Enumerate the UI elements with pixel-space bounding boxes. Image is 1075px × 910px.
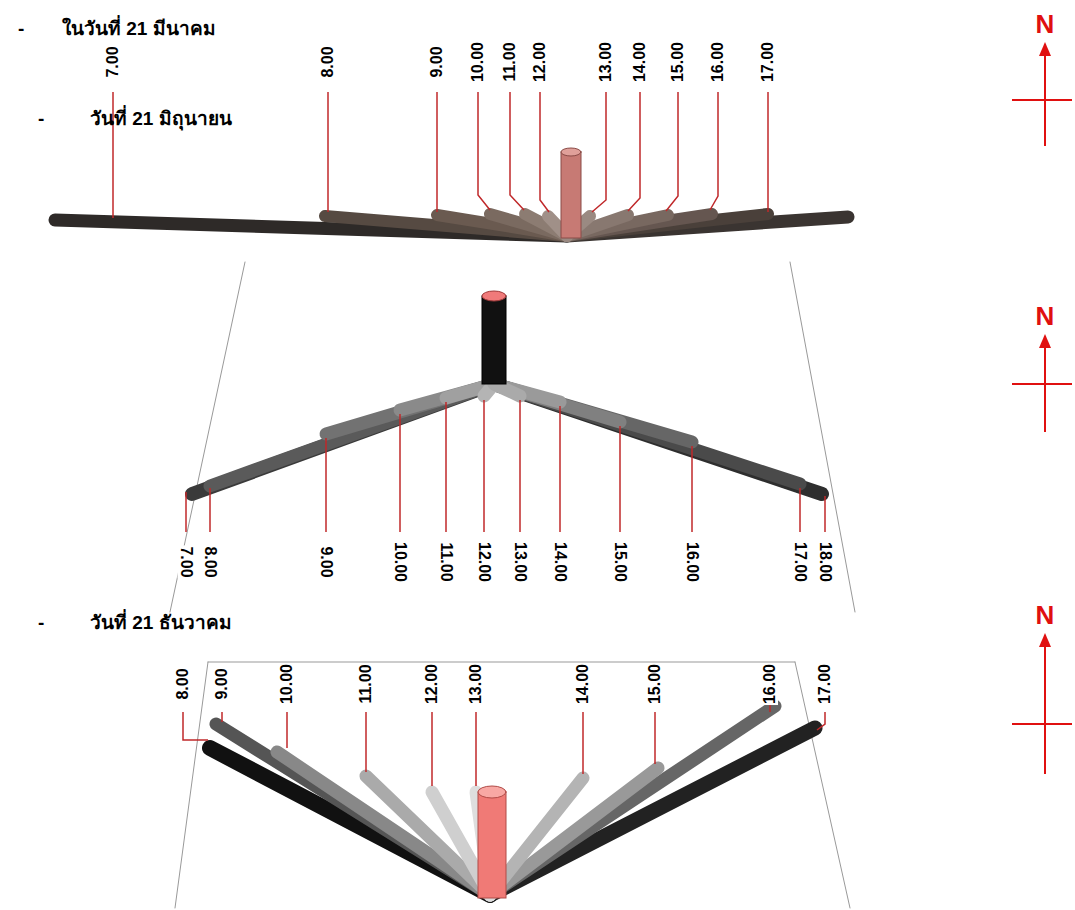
time-label: 8.00	[202, 545, 218, 578]
time-label: 16.00	[762, 663, 778, 705]
north-label: N	[1036, 11, 1055, 37]
time-label: 13.00	[512, 541, 528, 583]
time-label: 17.00	[817, 663, 833, 705]
time-label: 13.00	[468, 663, 484, 705]
north-label: N	[1036, 303, 1055, 329]
time-label: 13.00	[598, 41, 614, 83]
time-label: 12.00	[476, 541, 492, 583]
date-heading: ในวันที่ 21 มีนาคม	[62, 19, 216, 38]
time-label: 11.00	[502, 41, 518, 82]
time-label: 9.00	[214, 667, 230, 700]
bullet-mark: -	[18, 19, 24, 38]
north-label: N	[1036, 602, 1055, 628]
time-label: 10.00	[470, 41, 486, 83]
time-label: 17.00	[760, 41, 776, 83]
time-label: 14.00	[575, 663, 591, 705]
time-label: 7.00	[105, 45, 121, 78]
time-label: 8.00	[175, 667, 191, 700]
date-heading: วันที่ 21 มิถุนายน	[90, 109, 232, 128]
bullet-mark: -	[38, 613, 44, 632]
time-label: 11.00	[358, 663, 374, 704]
time-label: 16.00	[684, 541, 700, 583]
time-label: 16.00	[710, 41, 726, 83]
bullet-mark: -	[38, 109, 44, 128]
time-label: 15.00	[670, 41, 686, 83]
time-label: 7.00	[178, 545, 194, 578]
date-heading: วันที่ 21 ธันวาคม	[90, 613, 232, 632]
time-label: 17.00	[792, 541, 808, 583]
time-label: 15.00	[647, 663, 663, 705]
time-label: 14.00	[632, 41, 648, 83]
time-label: 10.00	[279, 663, 295, 705]
time-label: 9.00	[429, 45, 445, 78]
time-label: 9.00	[318, 545, 334, 578]
time-label: 14.00	[552, 541, 568, 583]
time-label: 12.00	[424, 663, 440, 705]
time-label: 12.00	[532, 41, 548, 83]
time-label: 8.00	[320, 45, 336, 78]
time-label: 11.00	[438, 541, 454, 582]
time-label: 15.00	[612, 541, 628, 583]
time-label: 10.00	[392, 541, 408, 583]
time-label: 18.00	[817, 541, 833, 583]
